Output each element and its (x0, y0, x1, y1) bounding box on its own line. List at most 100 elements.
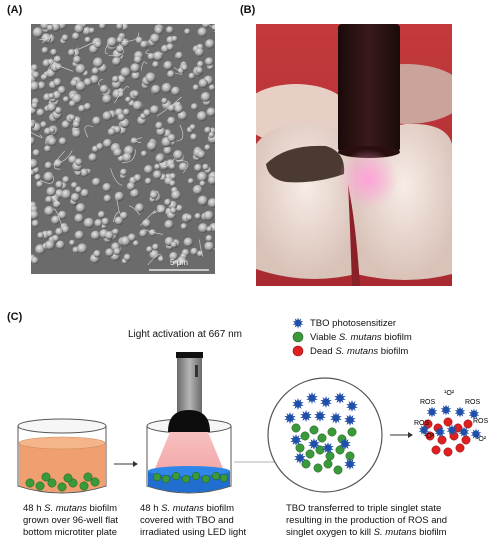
ros-label-1: ROS (420, 399, 436, 406)
coccus (178, 162, 188, 172)
coccus (153, 51, 164, 61)
tbo-molecule (446, 424, 458, 436)
coccus (207, 198, 215, 209)
viable-cell (347, 427, 357, 437)
result-cluster: ROS ¹O² ROS ROS ROS ¹O² ¹O² (414, 390, 489, 457)
coccus (51, 24, 61, 32)
o2-label-1: ¹O² (444, 390, 455, 397)
tbo-molecule (314, 410, 326, 422)
fiber (53, 62, 74, 72)
tbo-molecule (320, 396, 332, 408)
coccus (102, 94, 112, 104)
coccus (194, 163, 202, 172)
coccus (206, 107, 215, 117)
coccus (75, 158, 83, 166)
coccus (69, 239, 76, 246)
viable-cell (300, 431, 310, 441)
coccus (75, 186, 82, 193)
coccus (142, 219, 151, 228)
fiber (140, 61, 148, 71)
fiber (54, 150, 65, 170)
tbo-molecule (330, 412, 342, 424)
coccus (75, 203, 86, 213)
coccus (46, 24, 54, 32)
coccus (173, 150, 184, 160)
coccus (116, 36, 124, 44)
ros-label-4: ROS (473, 418, 489, 425)
fiber (135, 137, 143, 143)
coccus (127, 233, 136, 242)
coccus (88, 153, 97, 162)
sem-micrograph: 5 μm (31, 24, 215, 274)
green-sphere-icon (292, 331, 304, 343)
sem-image (31, 24, 215, 274)
coccus (131, 71, 141, 80)
coccus (133, 55, 142, 64)
tbo-molecule (470, 428, 482, 440)
caption-step-2: 48 h S. mutans biofilm covered with TBO … (140, 503, 247, 538)
coccus (61, 120, 70, 129)
fiber (140, 210, 156, 226)
coccus (46, 230, 54, 238)
fiber (39, 175, 54, 184)
viable-cell (79, 481, 89, 491)
viable-cell (295, 443, 305, 453)
coccus (198, 78, 208, 88)
coccus (52, 90, 62, 100)
coccus (31, 120, 36, 129)
fiber (176, 124, 184, 142)
fiber (108, 43, 124, 57)
coccus (61, 225, 70, 234)
red-sphere-icon (292, 345, 304, 357)
fiber (173, 67, 183, 75)
coccus (204, 126, 212, 134)
coccus (112, 57, 121, 66)
coccus (105, 231, 114, 240)
coccus (106, 37, 118, 48)
coccus (70, 193, 80, 202)
schematic-diagram: ROS ¹O² ROS ROS ROS ¹O² ¹O² (17, 352, 489, 494)
coccus (74, 213, 84, 223)
coccus (120, 211, 128, 220)
viable-cell (57, 482, 67, 492)
coccus (103, 138, 112, 148)
fiber (121, 32, 140, 42)
coccus (71, 182, 78, 189)
coccus (58, 210, 67, 220)
coccus (94, 219, 103, 228)
coccus (80, 168, 89, 177)
coccus (187, 178, 194, 185)
coccus (32, 71, 40, 79)
coccus (116, 45, 125, 53)
coccus (62, 176, 70, 184)
tbo-molecule (418, 424, 430, 436)
coccus (206, 226, 213, 233)
fiber (113, 211, 120, 223)
coccus (73, 55, 81, 64)
coccus (164, 198, 172, 206)
coccus (194, 213, 201, 220)
o2-label-2: ¹O² (424, 433, 435, 440)
coccus (72, 120, 80, 129)
tbo-molecule (440, 404, 452, 416)
caption-step-3: TBO transferred to triple singlet state … (286, 503, 448, 538)
coccus (152, 243, 159, 251)
coccus (92, 57, 104, 68)
coccus (207, 176, 215, 185)
coccus (174, 104, 184, 114)
light-beam (154, 432, 224, 471)
coccus (62, 96, 70, 103)
coccus (171, 86, 181, 96)
panel-label-b: (B) (240, 4, 256, 16)
fiber (156, 101, 180, 117)
panel-label-a: (A) (7, 4, 23, 16)
coccus (202, 24, 210, 29)
coccus (202, 163, 209, 171)
coccus (150, 105, 160, 115)
fiber (169, 96, 182, 107)
fiber (213, 248, 215, 250)
coccus (74, 24, 84, 34)
coccus (143, 109, 151, 117)
coccus (96, 143, 104, 151)
coccus (34, 174, 41, 181)
